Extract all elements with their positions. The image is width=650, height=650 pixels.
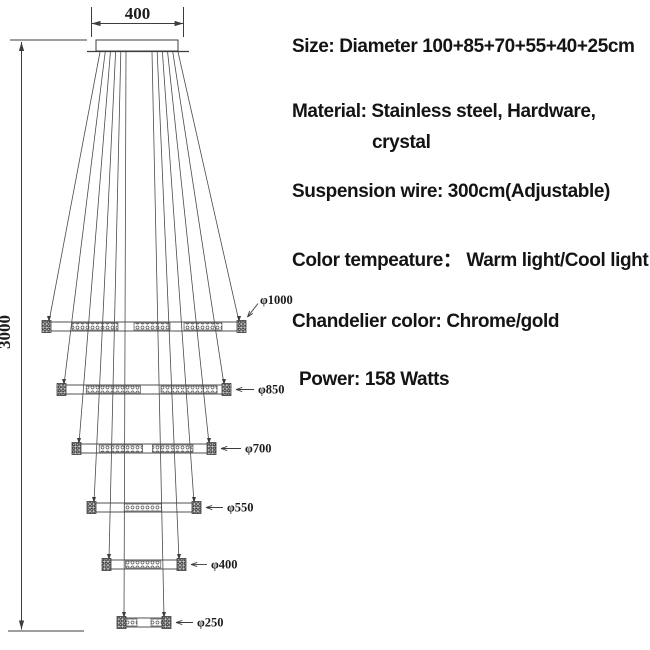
diameter-label-3: φ550 xyxy=(227,501,254,515)
suspension-wires xyxy=(47,51,241,618)
spec-suspension-wire: Suspension wire: 300cm(Adjustable) xyxy=(292,181,610,202)
ring-bar-3 xyxy=(86,501,202,514)
diameter-label-0: φ1000 xyxy=(260,293,293,307)
ceiling-canopy xyxy=(87,39,189,53)
ring-label-3: φ550 xyxy=(205,501,254,515)
spec-material-line1: Material: Stainless steel, Hardware, xyxy=(292,101,596,122)
ring-tiers xyxy=(41,320,247,629)
spec-material-line2: crystal xyxy=(372,132,431,153)
ring-bar-2 xyxy=(71,442,217,455)
spec-size: Size: Diameter 100+85+70+55+40+25cm xyxy=(292,36,635,57)
diameter-label-2: φ700 xyxy=(245,442,272,456)
diameter-label-4: φ400 xyxy=(211,558,238,572)
spec-color-temp: Color tempeature： Warm light/Cool light xyxy=(292,250,649,271)
ring-bar-0 xyxy=(41,320,247,333)
diameter-label-1: φ850 xyxy=(258,383,285,397)
drop-height-label: 3000 xyxy=(0,315,14,349)
spec-power: Power: 158 Watts xyxy=(299,369,450,390)
diameter-labels: φ1000 φ850 φ700 φ550 φ400 φ250 xyxy=(175,293,293,630)
ring-label-0: φ1000 xyxy=(247,293,293,318)
ring-label-4: φ400 xyxy=(190,558,238,572)
ring-label-2: φ700 xyxy=(220,442,272,456)
ring-label-1: φ850 xyxy=(235,383,285,397)
ring-bar-5 xyxy=(116,616,172,629)
spec-chandelier-color: Chandelier color: Chrome/gold xyxy=(292,311,560,332)
diameter-label-5: φ250 xyxy=(197,616,224,630)
ring-label-5: φ250 xyxy=(175,616,224,630)
dimension-lines: 400 3000 xyxy=(0,4,184,632)
canopy-width-label: 400 xyxy=(125,4,151,23)
ring-bar-4 xyxy=(101,558,187,571)
